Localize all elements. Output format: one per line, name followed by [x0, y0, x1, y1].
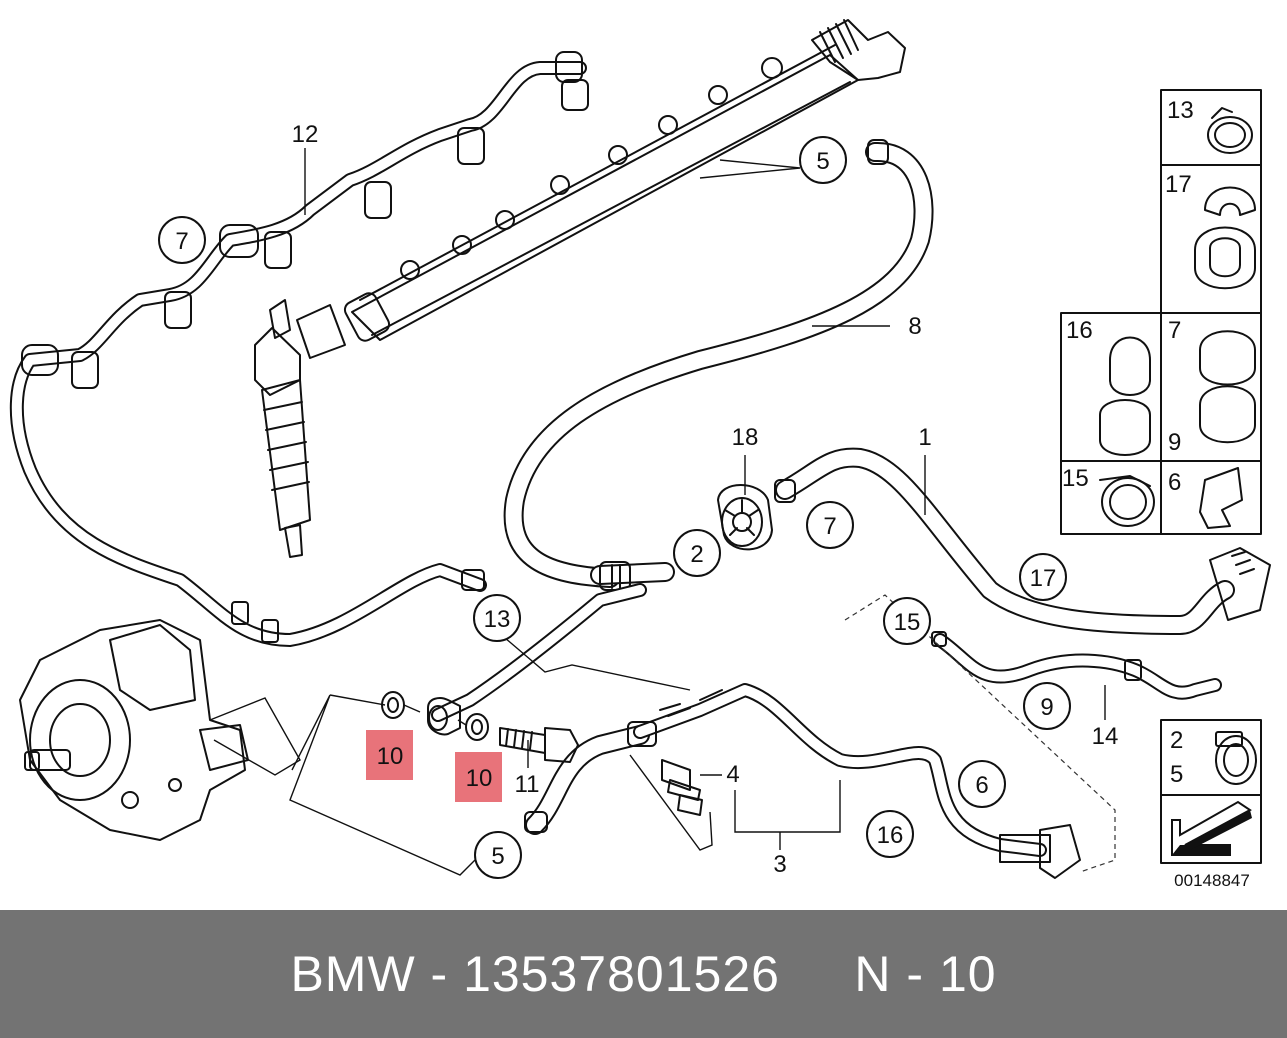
legend-box-17: 17 [1160, 164, 1262, 314]
callout-17: 17 [1019, 553, 1067, 601]
connector-2 [590, 561, 675, 591]
svg-text:00148847: 00148847 [1174, 871, 1250, 890]
svg-text:17: 17 [1030, 565, 1057, 592]
callout-8: 8 [908, 313, 921, 340]
callout-10-right: 10 [455, 752, 502, 802]
callout-12: 12 [292, 121, 319, 148]
legend-box-13: 13 [1160, 89, 1262, 166]
svg-text:14: 14 [1092, 723, 1119, 750]
callout-10-left: 10 [366, 730, 413, 780]
callout-7-top: 7 [158, 216, 206, 264]
svg-text:8: 8 [908, 313, 921, 340]
svg-text:5: 5 [1170, 761, 1183, 788]
parts-diagram: 12 7 5 8 18 1 2 7 17 13 15 9 14 [9, 19, 1271, 890]
callout-3: 3 [773, 851, 786, 878]
svg-text:5: 5 [491, 843, 504, 870]
svg-text:13: 13 [484, 606, 511, 633]
svg-text:17: 17 [1165, 171, 1192, 198]
callout-2: 2 [673, 529, 721, 577]
callout-16: 16 [866, 810, 914, 858]
svg-text:3: 3 [773, 851, 786, 878]
svg-text:6: 6 [975, 772, 988, 799]
part-18-grommet [717, 484, 773, 551]
callout-6: 6 [958, 760, 1006, 808]
legend-box-2-5: 2 5 [1160, 719, 1262, 796]
svg-text:7: 7 [823, 513, 836, 540]
high-pressure-pump [19, 619, 249, 841]
svg-text:13: 13 [1167, 97, 1194, 124]
seal-ring-10-a [381, 691, 405, 719]
svg-text:10: 10 [377, 743, 404, 770]
callout-11: 11 [515, 771, 540, 798]
svg-text:6: 6 [1168, 469, 1181, 496]
svg-text:9: 9 [1168, 429, 1181, 456]
svg-text:5: 5 [816, 148, 829, 175]
line-13 [431, 583, 647, 722]
callout-1: 1 [918, 424, 931, 451]
svg-text:15: 15 [894, 609, 921, 636]
svg-text:7: 7 [175, 228, 188, 255]
callout-4: 4 [726, 761, 739, 788]
hose-5-lower [524, 725, 650, 835]
svg-text:9: 9 [1040, 694, 1053, 721]
hose-3 [627, 683, 1081, 879]
svg-text:4: 4 [726, 761, 739, 788]
svg-text:2: 2 [690, 541, 703, 568]
svg-text:11: 11 [515, 771, 540, 798]
svg-text:2: 2 [1170, 727, 1183, 754]
svg-text:16: 16 [1066, 317, 1093, 344]
leader-lines [209, 148, 1116, 876]
callout-13: 13 [473, 594, 521, 642]
hose-8 [503, 139, 934, 588]
seal-ring-10-b [465, 713, 489, 741]
callout-7-mid: 7 [806, 501, 854, 549]
svg-text:18: 18 [732, 424, 759, 451]
legend-box-16-9-7: 16 7 9 [1060, 312, 1262, 462]
callout-15: 15 [883, 597, 931, 645]
svg-text:7: 7 [1168, 317, 1181, 344]
legend-box-15-6: 15 6 [1060, 460, 1262, 535]
sensor-4 [661, 759, 703, 816]
callout-14: 14 [1092, 723, 1119, 750]
svg-text:10: 10 [466, 765, 493, 792]
svg-text:12: 12 [292, 121, 319, 148]
legend-box-arrow [1160, 794, 1262, 864]
drawing-number: 00148847 [1174, 871, 1250, 890]
callout-5-top: 5 [799, 136, 847, 184]
svg-text:15: 15 [1062, 465, 1089, 492]
fuel-rail [343, 19, 906, 342]
callout-9: 9 [1023, 682, 1071, 730]
footer-bar: BMW - 13537801526 N - 10 [0, 910, 1287, 1038]
callout-18: 18 [732, 424, 759, 451]
svg-text:16: 16 [877, 822, 904, 849]
fuel-injector [254, 299, 346, 558]
banjo-bolt-11 [499, 727, 579, 763]
hose-9 [931, 631, 1222, 700]
footer-part-number: BMW - 13537801526 N - 10 [290, 946, 997, 1002]
callout-5-bottom: 5 [474, 831, 522, 879]
hose-1 [774, 447, 1271, 635]
hose-7-return-line [9, 51, 589, 647]
banjo-fitting [427, 697, 461, 736]
svg-text:1: 1 [918, 424, 931, 451]
